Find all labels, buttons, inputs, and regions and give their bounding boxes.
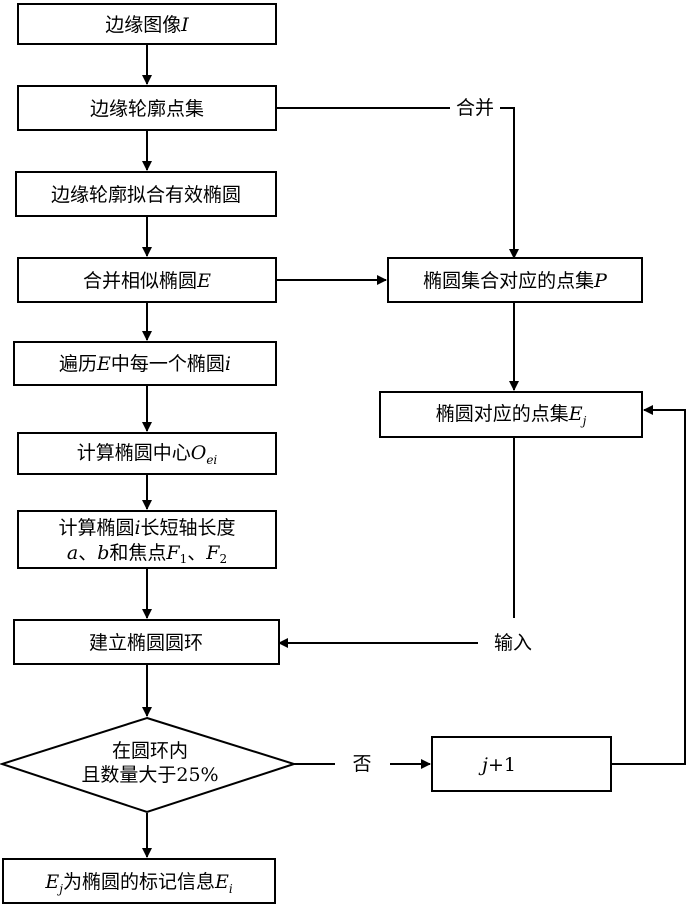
- svg-text:合并相似椭圆E: 合并相似椭圆E: [83, 270, 211, 292]
- node-point-set-Ej: 椭圆对应的点集Ej: [379, 391, 643, 438]
- node-result: Ej为椭圆的标记信息Ei: [2, 858, 276, 904]
- edge-label-no: 否: [352, 753, 371, 775]
- node-build-ring: 建立椭圆圆环: [13, 619, 280, 665]
- svg-text:计算椭圆中心Oei: 计算椭圆中心Oei: [77, 442, 218, 467]
- svg-text:Ej为椭圆的标记信息Ei: Ej为椭圆的标记信息Ei: [44, 871, 233, 896]
- svg-text:椭圆集合对应的点集P: 椭圆集合对应的点集P: [423, 270, 608, 292]
- svg-text:计算椭圆i长短轴长度: 计算椭圆i长短轴长度: [58, 517, 235, 539]
- edge-merge-label-to-P: [500, 107, 519, 259]
- edge-label-merge: 合并: [456, 97, 494, 119]
- svg-text:建立椭圆圆环: 建立椭圆圆环: [89, 632, 203, 654]
- node-increment: j+1: [431, 736, 612, 792]
- node-compute-center: 计算椭圆中心Oei: [17, 432, 277, 475]
- edges: [142, 44, 686, 858]
- node-compute-axes: 计算椭圆i长短轴长度 a、b和焦点F1、F2: [17, 510, 277, 569]
- svg-text:遍历E中每一个椭圆i: 遍历E中每一个椭圆i: [59, 353, 231, 375]
- node-point-set-P: 椭圆集合对应的点集P: [387, 257, 643, 303]
- node-contour-points: 边缘轮廓点集: [17, 85, 277, 131]
- edge-label-input: 输入: [494, 632, 532, 654]
- svg-text:j+1: j+1: [478, 754, 516, 776]
- edge-increment-loop-to-Ej: [611, 405, 686, 765]
- svg-text:椭圆对应的点集Ej: 椭圆对应的点集Ej: [436, 403, 587, 428]
- node-merge-similar: 合并相似椭圆E: [17, 257, 277, 303]
- node-traverse: 遍历E中每一个椭圆i: [13, 341, 277, 386]
- node-edge-image: 边缘图像I: [17, 3, 277, 45]
- svg-text:边缘图像I: 边缘图像I: [105, 14, 189, 36]
- svg-text:在圆环内: 在圆环内: [112, 740, 188, 762]
- node-fit-ellipses: 边缘轮廓拟合有效椭圆: [15, 171, 277, 217]
- svg-text:边缘轮廓点集: 边缘轮廓点集: [90, 98, 204, 120]
- node-decision: 在圆环内 且数量大于25%: [0, 716, 298, 814]
- svg-text:边缘轮廓拟合有效椭圆: 边缘轮廓拟合有效椭圆: [51, 184, 241, 206]
- svg-text:a、b和焦点F1、F2: a、b和焦点F1、F2: [67, 542, 227, 566]
- svg-text:且数量大于25%: 且数量大于25%: [81, 764, 218, 786]
